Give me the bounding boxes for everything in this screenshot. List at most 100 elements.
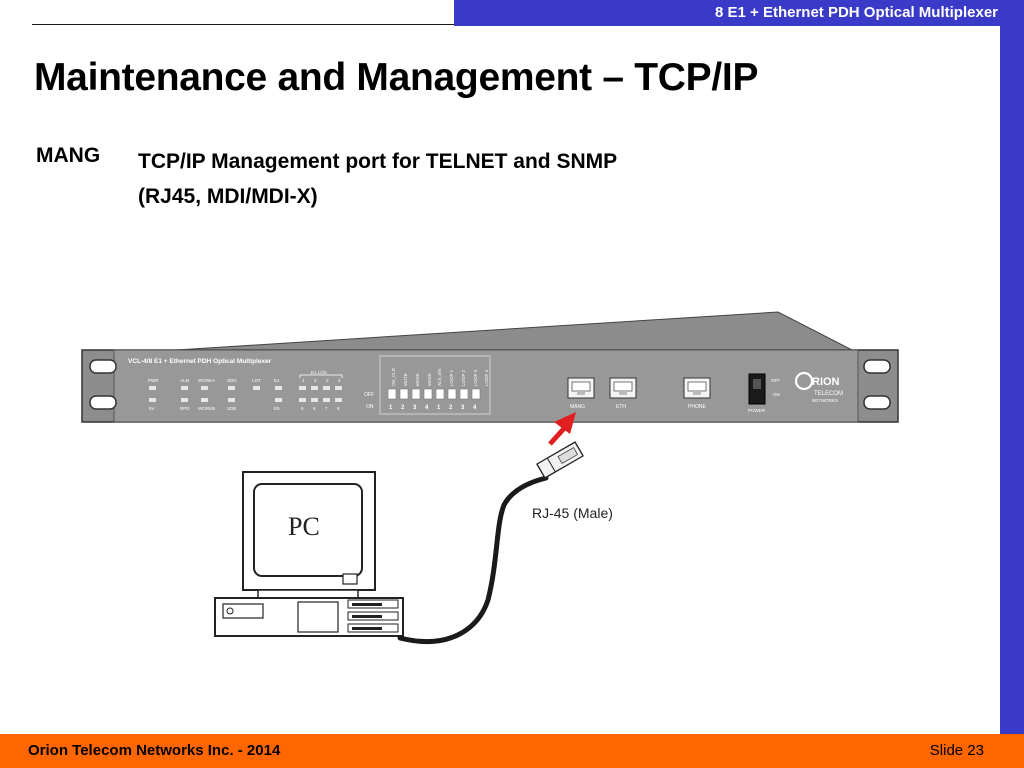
dip-number: 3 [461, 405, 465, 411]
power-switch-off-label: OFF [771, 378, 780, 383]
led-label: LOT [252, 378, 261, 383]
dip-number: 4 [473, 405, 477, 411]
led [335, 386, 342, 390]
rj45-plug [536, 441, 584, 479]
dip-switch [447, 388, 457, 400]
port-label: MANG [570, 404, 585, 410]
led [311, 386, 318, 390]
e1-los-number: 5 [301, 406, 304, 411]
e1-los-number: 2 [314, 378, 317, 383]
device-label: VCL-4/8 E1 + Ethernet PDH Optical Multip… [128, 358, 272, 365]
port-label: PHONE [688, 404, 706, 410]
dip-function-label: MASK [427, 373, 432, 386]
e1-los-number: 8 [337, 406, 340, 411]
power-switch: OFF ON POWER [748, 373, 780, 413]
e1-los-number: 7 [325, 406, 328, 411]
e1-los-group: E1 LOS 1 2 3 4 5 6 7 8 [299, 370, 343, 411]
dip-switch [435, 388, 445, 400]
dip-on-label: ON [366, 404, 374, 410]
rack-ear-hole [863, 395, 891, 410]
brand-line-2: TELECOM [814, 391, 843, 397]
led-label: SDB [227, 406, 236, 411]
led [323, 386, 330, 390]
rj45-port-mang: MANG [567, 377, 595, 410]
dip-number: 3 [413, 405, 417, 411]
led [299, 386, 306, 390]
led [201, 398, 208, 402]
led-label: WORKB [198, 406, 215, 411]
led-label: RPD [180, 406, 190, 411]
dip-function-label: MASK [415, 373, 420, 386]
led-label: E1 [274, 378, 280, 383]
dip-function-label: LOOP 4 [484, 369, 489, 386]
e1-los-number: 4 [338, 378, 341, 383]
dip-function-label: LOOP 2 [461, 369, 466, 386]
slide-number: Slide 23 [929, 742, 984, 759]
dip-number: 1 [437, 405, 441, 411]
led [149, 398, 156, 402]
led [275, 386, 282, 390]
status-leds: PWR ALM WORKA SDN LOT E1 5V RPD WORKB SD… [148, 378, 282, 411]
rack-ear-hole [89, 359, 117, 374]
dip-switch [423, 388, 433, 400]
led-label: PWR [148, 378, 159, 383]
dip-function-label: MUTE [403, 373, 408, 386]
connector-label: RJ-45 (Male) [532, 505, 613, 521]
dip-number: 1 [389, 405, 393, 411]
led-label: SDN [227, 378, 237, 383]
right-accent-bar [1000, 0, 1024, 734]
led [228, 386, 235, 390]
power-switch-label: POWER [748, 408, 766, 413]
e1-los-number: 6 [313, 406, 316, 411]
dip-switch [459, 388, 469, 400]
led [323, 398, 330, 402]
dip-number: 4 [425, 405, 429, 411]
led-label: 5V [149, 406, 155, 411]
orion-o-logo [794, 371, 814, 391]
e1-los-number: 3 [326, 378, 329, 383]
dip-switch-block: OFF ON OV_CLR MUTE MASK MASK ALS_EN LOOP… [364, 355, 491, 415]
pc-monitor: PC [242, 471, 376, 599]
dip-off-label: OFF [364, 392, 374, 398]
rack-ear-hole [863, 359, 891, 374]
led [201, 386, 208, 390]
rj45-port-eth: ETH [609, 377, 637, 410]
led [275, 398, 282, 402]
brand-logo: RION TELECOM NETWORKS [794, 371, 843, 403]
brand-line-1: RION [812, 376, 840, 388]
brand-line-3: NETWORKS [812, 398, 838, 403]
led [335, 398, 342, 402]
ethernet-cable [397, 475, 549, 645]
dip-switch [387, 388, 397, 400]
top-rule [32, 24, 454, 25]
connection-diagram: VCL-4/8 E1 + Ethernet PDH Optical Multip… [81, 311, 899, 645]
led-label: E5 [274, 406, 280, 411]
footer-bar: Orion Telecom Networks Inc. - 2014 Slide… [0, 734, 1024, 768]
pc-desktop-case [214, 597, 404, 637]
chassis-top [175, 311, 853, 351]
dip-function-label: OV_CLR [391, 367, 396, 386]
dip-number: 2 [449, 405, 453, 411]
led [299, 398, 306, 402]
e1-los-number: 1 [302, 378, 305, 383]
led [311, 398, 318, 402]
dip-switch [399, 388, 409, 400]
led [253, 386, 260, 390]
led-label: ALM [180, 378, 190, 383]
port-label: ETH [616, 404, 626, 410]
rack-ear-hole [89, 395, 117, 410]
slide-title: Maintenance and Management – TCP/IP [34, 56, 759, 99]
footer-company: Orion Telecom Networks Inc. - 2014 [28, 742, 281, 759]
led [228, 398, 235, 402]
dip-function-label: LOOP 1 [449, 369, 454, 386]
e1-los-label: E1 LOS [311, 370, 327, 375]
dip-function-label: LOOP 3 [473, 369, 478, 386]
header-banner: 8 E1 + Ethernet PDH Optical Multiplexer [454, 0, 1000, 26]
led [181, 386, 188, 390]
pc-label: PC [288, 512, 320, 541]
definition-line-2: (RJ45, MDI/MDI-X) [138, 185, 318, 208]
led [181, 398, 188, 402]
dip-function-label: ALS_EN [437, 369, 442, 386]
dip-switch [471, 388, 481, 400]
definition-description: TCP/IP Management port for TELNET and SN… [138, 144, 617, 214]
